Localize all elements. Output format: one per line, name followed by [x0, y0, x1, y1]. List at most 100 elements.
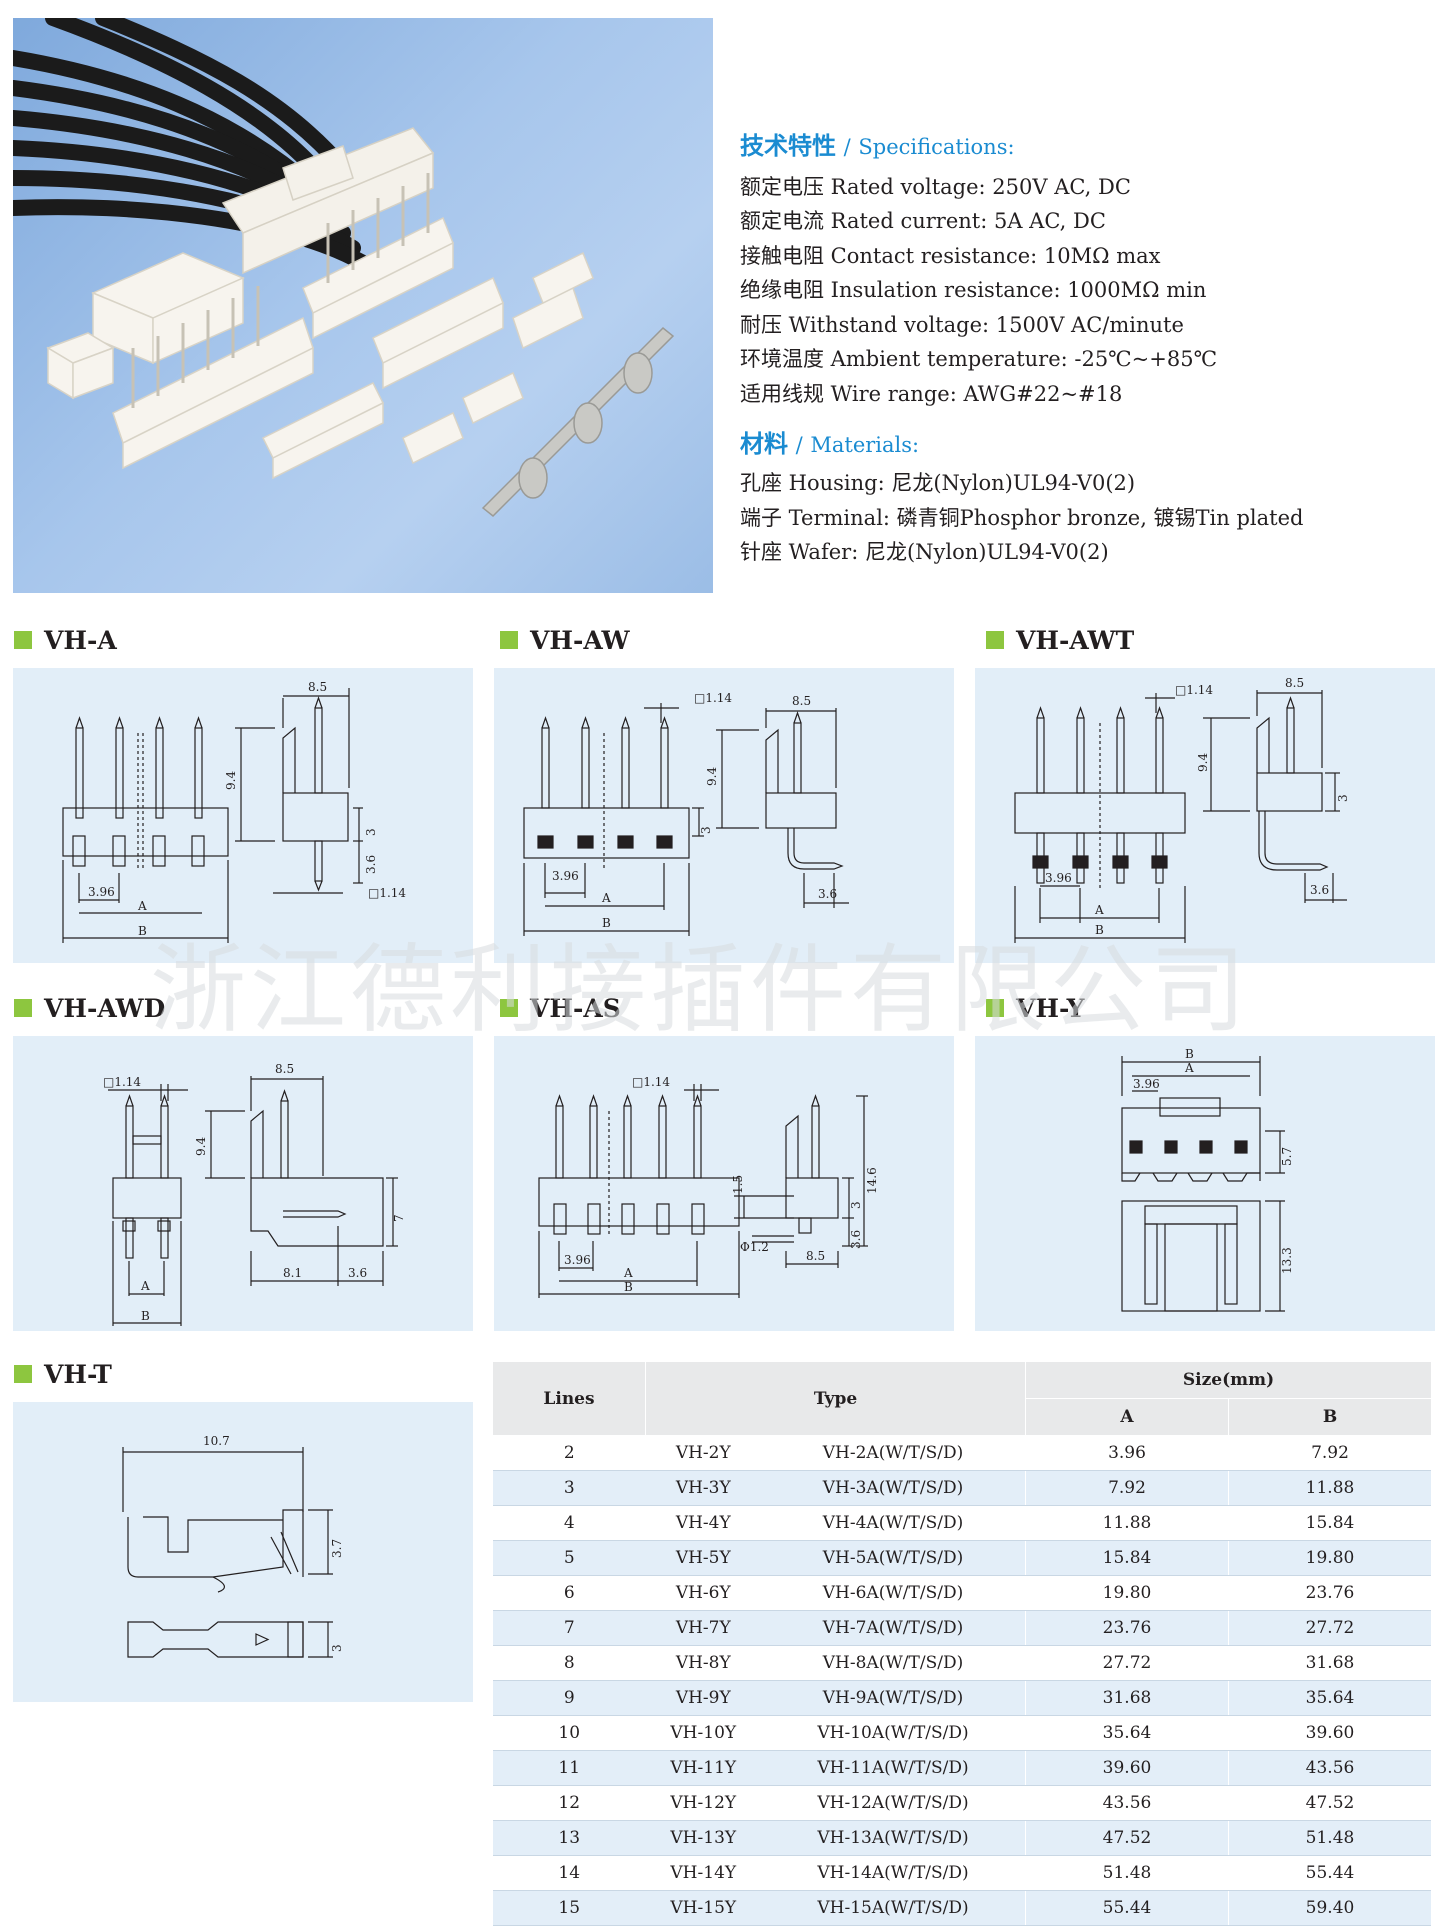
cell-lines: 2	[493, 1435, 646, 1471]
section-title-vh-y: VH-Y	[986, 994, 1085, 1023]
cell-lines: 10	[493, 1715, 646, 1751]
cell-y-type: VH-13Y	[645, 1820, 762, 1856]
cell-size-b: 35.64	[1228, 1680, 1431, 1716]
section-title-vh-t: VH-T	[14, 1360, 112, 1389]
dim-a: A	[140, 1279, 150, 1293]
cell-lines: 3	[493, 1470, 646, 1506]
dim-3: 3	[364, 828, 378, 836]
dim-3-7: 3.7	[330, 1539, 344, 1558]
cell-size-b: 27.72	[1228, 1610, 1431, 1646]
cell-y-type: VH-9Y	[645, 1680, 762, 1716]
cell-size-a: 43.56	[1025, 1785, 1229, 1821]
cell-size-b: 43.56	[1228, 1750, 1431, 1786]
cell-y-type: VH-4Y	[645, 1505, 762, 1541]
dim-8-5: 8.5	[1285, 676, 1304, 690]
section-title-vh-as: VH-AS	[500, 994, 621, 1023]
cell-y-type: VH-8Y	[645, 1645, 762, 1681]
dim-3-96: 3.96	[88, 885, 115, 899]
section-title-vh-awt: VH-AWT	[986, 626, 1134, 655]
technical-drawing-vh-aw: □1.14 3.96 A B 3 8.5 9.4 3.6	[523, 691, 849, 936]
cell-a-type: VH-11A(W/T/S/D)	[761, 1750, 1026, 1786]
technical-drawing-vh-t: 10.7 3.7 3	[122, 1434, 344, 1658]
dim-3: 3	[849, 1201, 863, 1209]
cell-lines: 7	[493, 1610, 646, 1646]
dim-pin-square: □1.14	[1175, 683, 1213, 697]
dim-10-7: 10.7	[203, 1434, 230, 1448]
drawing-panel-vh-as: □1.14 3.96 A B 1.5 3 14.6 3.6 Φ1.2 8.5	[494, 1036, 954, 1331]
dim-pin-square: □1.14	[368, 886, 406, 900]
cell-size-a: 51.48	[1025, 1855, 1229, 1891]
green-square-icon	[14, 630, 32, 649]
dim-b: B	[624, 1280, 633, 1294]
cell-size-b: 15.84	[1228, 1505, 1431, 1541]
spec-rated-voltage: 额定电压 Rated voltage: 250V AC, DC	[740, 175, 1131, 199]
material-terminal: 端子 Terminal: 磷青铜Phosphor bronze, 镀锡Tin p…	[740, 506, 1304, 530]
dim-pin-square: □1.14	[632, 1075, 670, 1089]
dim-3-6: 3.6	[364, 855, 378, 874]
green-square-icon	[986, 630, 1004, 649]
cell-lines: 15	[493, 1890, 646, 1926]
spec-withstand-voltage: 耐压 Withstand voltage: 1500V AC/minute	[740, 313, 1184, 337]
cell-size-b: 31.68	[1228, 1645, 1431, 1681]
green-square-icon	[500, 998, 518, 1017]
dim-3: 3	[699, 826, 713, 834]
drawing-panel-vh-awd: □1.14 A B 8.5 9.4 7 8.1 3.6	[13, 1036, 473, 1331]
dim-3-6: 3.6	[348, 1266, 367, 1280]
cell-size-b: 47.52	[1228, 1785, 1431, 1821]
technical-drawing-vh-as: □1.14 3.96 A B 1.5 3 14.6 3.6 Φ1.2 8.5	[538, 1075, 879, 1298]
material-housing: 孔座 Housing: 尼龙(Nylon)UL94-V0(2)	[740, 471, 1136, 495]
drawing-panel-vh-t: 10.7 3.7 3	[13, 1402, 473, 1702]
dim-14-6: 14.6	[865, 1167, 879, 1194]
col-header-type: Type	[645, 1362, 1026, 1436]
cell-size-b: 51.48	[1228, 1820, 1431, 1856]
green-square-icon	[14, 1364, 32, 1383]
col-header-a: A	[1025, 1398, 1229, 1436]
cell-y-type: VH-15Y	[645, 1890, 762, 1926]
cell-y-type: VH-11Y	[645, 1750, 762, 1786]
cell-a-type: VH-3A(W/T/S/D)	[761, 1470, 1026, 1506]
connector-photo-illustration	[13, 18, 675, 518]
product-photo	[13, 18, 713, 593]
green-square-icon	[500, 630, 518, 649]
section-title-vh-aw: VH-AW	[500, 626, 630, 655]
dim-7: 7	[392, 1214, 406, 1222]
spec-wire-range: 适用线规 Wire range: AWG#22~#18	[740, 382, 1123, 406]
cell-a-type: VH-12A(W/T/S/D)	[761, 1785, 1026, 1821]
dim-3-6: 3.6	[849, 1230, 863, 1249]
dim-a: A	[1184, 1061, 1194, 1075]
spec-contact-resistance: 接触电阻 Contact resistance: 10MΩ max	[740, 244, 1161, 268]
cell-a-type: VH-13A(W/T/S/D)	[761, 1820, 1026, 1856]
technical-drawing-vh-awd: □1.14 A B 8.5 9.4 7 8.1 3.6	[103, 1062, 406, 1326]
cell-y-type: VH-3Y	[645, 1470, 762, 1506]
dim-b: B	[1095, 923, 1104, 937]
cell-size-a: 39.60	[1025, 1750, 1229, 1786]
cell-lines: 13	[493, 1820, 646, 1856]
technical-drawing-vh-a: 3.96 A B 8.5 9.4 3 3.6 □1.14	[62, 680, 406, 943]
cell-size-a: 35.64	[1025, 1715, 1229, 1751]
dim-1-5: 1.5	[731, 1175, 745, 1194]
drawing-panel-vh-a: 3.96 A B 8.5 9.4 3 3.6 □1.14	[13, 668, 473, 963]
drawing-panel-vh-aw: □1.14 3.96 A B 3 8.5 9.4 3.6	[494, 668, 954, 963]
cell-a-type: VH-4A(W/T/S/D)	[761, 1505, 1026, 1541]
dim-5-7: 5.7	[1280, 1147, 1294, 1166]
cell-size-a: 27.72	[1025, 1645, 1229, 1681]
technical-drawing-vh-awt: □1.14 3.96 A B 8.5 9.4 3 3.6	[1014, 676, 1350, 943]
col-header-size: Size(mm)	[1025, 1362, 1431, 1399]
technical-drawing-vh-y: B A 3.96 5.7 13.3	[1121, 1047, 1294, 1312]
material-wafer: 针座 Wafer: 尼龙(Nylon)UL94-V0(2)	[740, 540, 1109, 564]
dim-pin-square: □1.14	[103, 1075, 141, 1089]
cell-y-type: VH-5Y	[645, 1540, 762, 1576]
cell-y-type: VH-6Y	[645, 1575, 762, 1611]
dim-13-3: 13.3	[1280, 1247, 1294, 1274]
cell-size-a: 55.44	[1025, 1890, 1229, 1926]
cell-a-type: VH-10A(W/T/S/D)	[761, 1715, 1026, 1751]
cell-y-type: VH-7Y	[645, 1610, 762, 1646]
